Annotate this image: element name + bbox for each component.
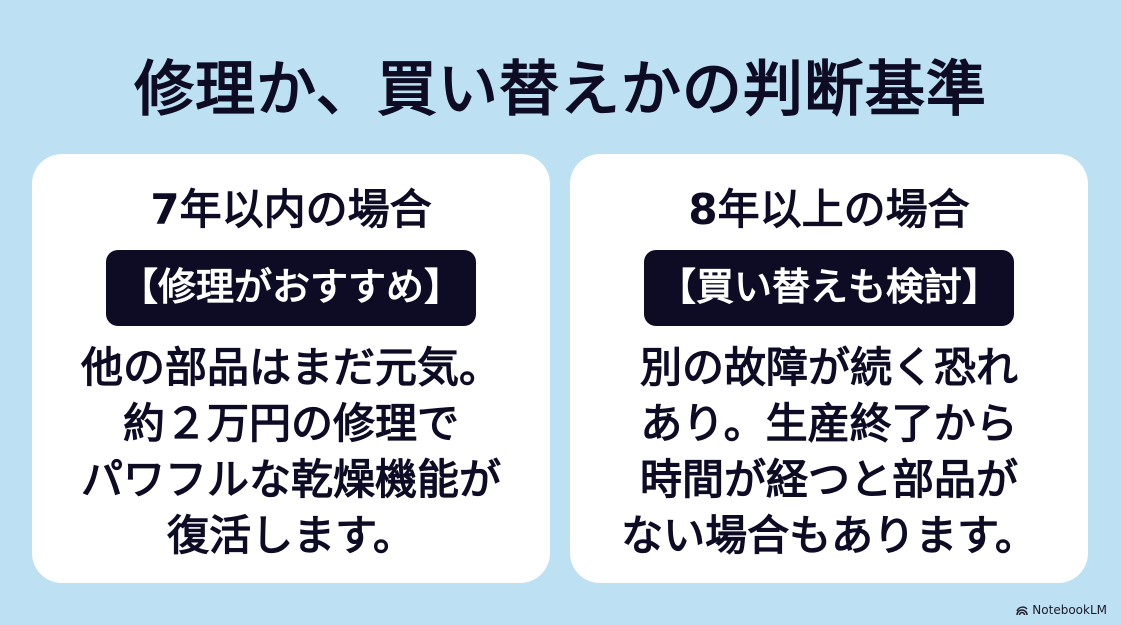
body-line: 他の部品はまだ元気。 [80, 343, 501, 392]
body-line: 約２万円の修理で [122, 399, 459, 448]
recommendation-badge: 【修理がおすすめ】 [105, 250, 477, 326]
watermark-label: NotebookLM [1032, 603, 1107, 617]
card-heading: 8年以上の場合 [688, 185, 970, 234]
body-line: 別の故障が続く恐れ [639, 343, 1018, 392]
watermark: NotebookLM [1016, 603, 1107, 617]
card-body: 他の部品はまだ元気。 約２万円の修理で パワフルな乾燥機能が 復活します。 [32, 340, 550, 564]
body-line: パワフルな乾燥機能が [80, 455, 501, 504]
card-body: 別の故障が続く恐れ あり。生産終了から 時間が経つと部品が ない場合もあります。 [570, 340, 1088, 564]
card-within-7-years: 7年以内の場合 【修理がおすすめ】 他の部品はまだ元気。 約２万円の修理で パワ… [32, 154, 550, 583]
recommendation-badge: 【買い替えも検討】 [643, 250, 1015, 326]
body-line: 復活します。 [167, 511, 415, 560]
body-line: あり。生産終了から [640, 399, 1018, 448]
slide-title: 修理か、買い替えかの判断基準 [134, 55, 987, 125]
card-heading: 7年以内の場合 [150, 185, 432, 234]
card-8-years-or-more: 8年以上の場合 【買い替えも検討】 別の故障が続く恐れ あり。生産終了から 時間… [570, 154, 1088, 583]
body-line: 時間が経つと部品が [639, 455, 1018, 504]
body-line: ない場合もあります。 [621, 511, 1037, 560]
notebooklm-logo-icon [1016, 606, 1029, 616]
